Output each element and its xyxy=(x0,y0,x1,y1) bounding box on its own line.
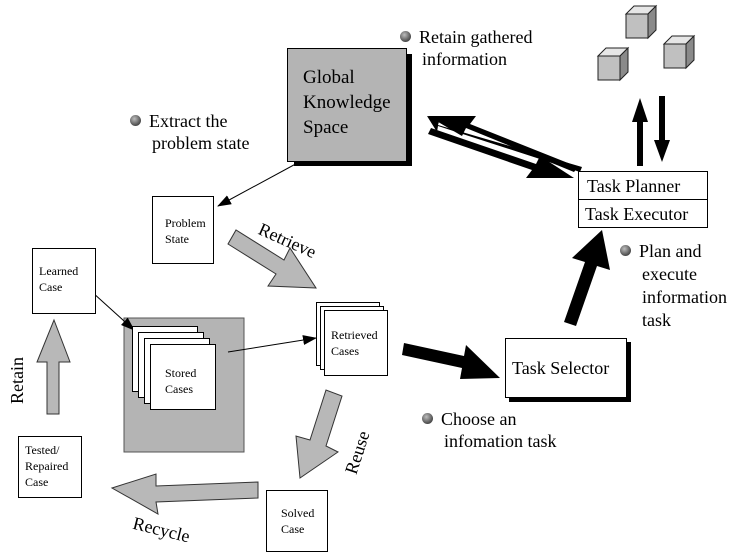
note-retain-line-1: Retain gathered xyxy=(419,27,533,47)
solved-case-line-2: Case xyxy=(281,522,305,536)
gks-line-1: Global xyxy=(303,67,355,88)
stored-cases-line-2: Cases xyxy=(165,382,193,396)
solved-case-box: Solved Case xyxy=(266,490,328,552)
problem-state-box: Problem State xyxy=(152,196,214,264)
note-extract-line-2: problem state xyxy=(152,133,250,153)
task-executor-label: Task Executor xyxy=(585,204,689,224)
problem-state-line-2: State xyxy=(165,232,189,246)
note-plan-line-1: Plan and xyxy=(639,241,702,261)
task-planner-executor-box: Task Planner Task Executor xyxy=(578,171,708,228)
retain-label: Retain xyxy=(7,357,27,404)
retrieve-arrow xyxy=(227,229,317,289)
note-choose-line-1: Choose an xyxy=(441,409,517,429)
global-knowledge-space-box: Global Knowledge Space xyxy=(287,48,407,162)
learned-case-line-2: Case xyxy=(39,280,63,294)
note-choose-line-2: infomation task xyxy=(444,431,557,451)
task-selector-label: Task Selector xyxy=(512,358,610,378)
bullet-dot-icon xyxy=(130,115,141,127)
recycle-arrow xyxy=(110,473,259,515)
stored-cases-box: Stored Cases xyxy=(150,344,216,410)
bullet-dot-icon xyxy=(400,31,411,43)
retrieved-cases-box: Retrieved Cases xyxy=(324,310,388,376)
note-plan-line-2: execute xyxy=(642,264,697,284)
tested-case-line-3: Case xyxy=(25,475,49,489)
tested-case-line-2: Repaired xyxy=(25,459,69,473)
retain-arrow xyxy=(36,318,71,415)
planner-to-cubes-arrow xyxy=(632,98,648,166)
note-retain-gathered: Retain gathered information xyxy=(400,26,532,70)
task-selector-box: Task Selector xyxy=(505,338,627,398)
task-planner-label: Task Planner xyxy=(587,176,681,196)
note-choose-task: Choose an infomation task xyxy=(422,408,556,452)
bullet-dot-icon xyxy=(422,413,433,425)
learned-case-line-1: Learned xyxy=(39,264,79,278)
reuse-arrow xyxy=(295,389,343,479)
stored-cases-line-1: Stored xyxy=(165,366,197,380)
problem-state-line-1: Problem xyxy=(165,216,206,230)
retrieved-cases-line-2: Cases xyxy=(331,344,359,358)
retrieved-to-selector-arrow xyxy=(402,343,500,379)
solved-case-line-1: Solved xyxy=(281,506,315,520)
gks-to-planner-arrow xyxy=(428,128,574,178)
note-extract-line-1: Extract the xyxy=(149,111,228,131)
tested-case-line-1: Tested/ xyxy=(25,443,60,457)
gks-line-2: Knowledge xyxy=(303,92,391,113)
learned-case-box: Learned Case xyxy=(32,248,96,314)
cubes-to-planner-arrow xyxy=(654,96,670,162)
note-plan-line-3: information xyxy=(642,287,727,307)
note-retain-line-2: information xyxy=(422,49,507,69)
bullet-dot-icon xyxy=(620,245,631,257)
learned-to-stored-arrow xyxy=(91,291,135,331)
stored-to-retrieved-arrow xyxy=(227,335,317,353)
note-plan-line-4: task xyxy=(642,310,671,330)
retrieved-cases-line-1: Retrieved xyxy=(331,328,378,342)
gks-line-3: Space xyxy=(303,117,349,138)
extract-arrow xyxy=(217,159,304,207)
note-plan-execute: Plan and execute information task xyxy=(620,240,727,332)
selector-to-executor-arrow xyxy=(564,230,610,326)
cube-group-icon xyxy=(596,4,696,82)
note-extract-problem: Extract the problem state xyxy=(130,110,249,154)
tested-case-box: Tested/ Repaired Case xyxy=(18,436,82,498)
